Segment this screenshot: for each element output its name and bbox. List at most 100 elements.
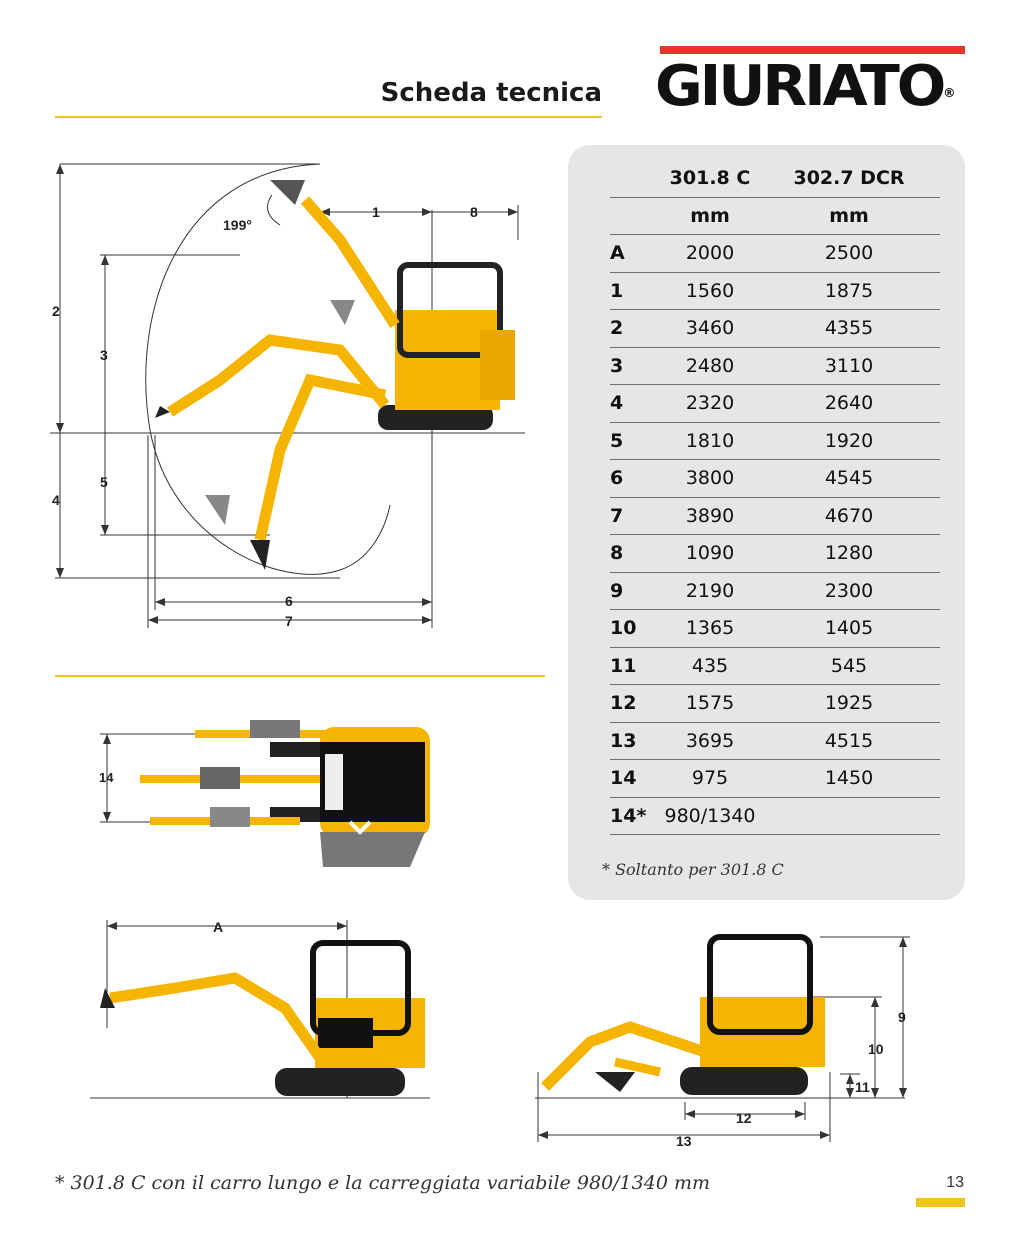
row-label: 14* [610,797,662,835]
value-302-7-dcr: 1450 [758,759,940,798]
value-301-8-c: 1365 [662,609,758,648]
dim-label-13: 13 [676,1133,692,1147]
spec-note: * Soltanto per 301.8 C [602,860,784,879]
value-302-7-dcr: 1875 [758,272,940,310]
value-301-8-c: 1810 [662,422,758,460]
value-302-7-dcr: 4545 [758,459,940,498]
value-301-8-c: 2000 [662,234,758,273]
value-301-8-c: 1090 [662,534,758,573]
value-302-7-dcr: 4670 [758,497,940,535]
row-label: 11 [610,647,662,685]
value-301-8-c: 3460 [662,309,758,348]
value-301-8-c: 1575 [662,684,758,723]
value-301-8-c: 2190 [662,572,758,610]
row-label: 12 [610,684,662,723]
row-label: 3 [610,347,662,385]
value-302-7-dcr: 3110 [758,347,940,385]
row-label: 8 [610,534,662,573]
units-label [610,197,662,235]
row-label: 1 [610,272,662,310]
logo-red-bar [660,46,965,54]
row-label: 2 [610,309,662,348]
reach-side-view: A [90,919,430,1099]
value-301-8-c: 2480 [662,347,758,385]
dim-label-14: 14 [99,770,114,785]
model-301-8-c: 301.8 C [662,160,758,198]
value-301-8-c: 435 [662,647,758,685]
dim-label-8: 8 [470,204,478,220]
dim-label-2: 2 [52,303,60,319]
value-302-7-dcr: 2500 [758,234,940,273]
value-302-7-dcr: 1280 [758,534,940,573]
working-range-diagram: 199° 2 4 3 5 6 7 1 8 [50,163,525,629]
row-label: 14 [610,759,662,798]
top-view-diagram: 14 [99,720,430,867]
dim-label-3: 3 [100,347,108,363]
dim-label-4: 4 [52,492,60,508]
unit-col-1: mm [662,197,758,235]
row-label: 4 [610,384,662,423]
row-label: 7 [610,497,662,535]
dim-label-12: 12 [736,1110,752,1126]
value-302-7-dcr: 2300 [758,572,940,610]
label-header [610,160,662,198]
value-301-8-c: 1560 [662,272,758,310]
value-302-7-dcr: 545 [758,647,940,685]
value-302-7-dcr: 1925 [758,684,940,723]
angle-label: 199° [223,217,252,233]
dim-label-10: 10 [868,1041,884,1057]
row-label: 10 [610,609,662,648]
model-302-7-dcr: 302.7 DCR [758,160,940,198]
brand-logo: GIURIATO® [655,54,956,119]
value-302-7-dcr: 1920 [758,422,940,460]
value-301-8-c: 980/1340 [662,797,758,835]
row-label: 13 [610,722,662,760]
value-301-8-c: 3890 [662,497,758,535]
page-number-bar [916,1198,965,1207]
table-row: 14*980/1340 [610,797,940,835]
dim-label-1: 1 [372,204,380,220]
value-302-7-dcr: 4355 [758,309,940,348]
model-header-row: 301.8 C 302.7 DCR [610,160,940,198]
dim-label-A: A [213,919,223,935]
value-302-7-dcr: 2640 [758,384,940,423]
dim-label-6: 6 [285,593,293,609]
value-302-7-dcr: 4515 [758,722,940,760]
section-divider [55,675,545,677]
row-label: A [610,234,662,273]
title-underline [55,116,602,118]
dim-label-7: 7 [285,613,293,629]
row-label: 6 [610,459,662,498]
value-302-7-dcr [758,797,940,835]
row-label: 5 [610,422,662,460]
units-row: mm mm [610,197,940,235]
value-301-8-c: 3800 [662,459,758,498]
value-301-8-c: 2320 [662,384,758,423]
page-number: 13 [946,1174,964,1191]
unit-col-2: mm [758,197,940,235]
value-302-7-dcr: 1405 [758,609,940,648]
row-label: 9 [610,572,662,610]
page-title: Scheda tecnica [380,78,602,108]
dim-label-11: 11 [855,1079,870,1095]
dim-label-9: 9 [898,1009,906,1025]
footnote: * 301.8 C con il carro lungo e la carreg… [55,1172,710,1194]
dim-label-5: 5 [100,474,108,490]
